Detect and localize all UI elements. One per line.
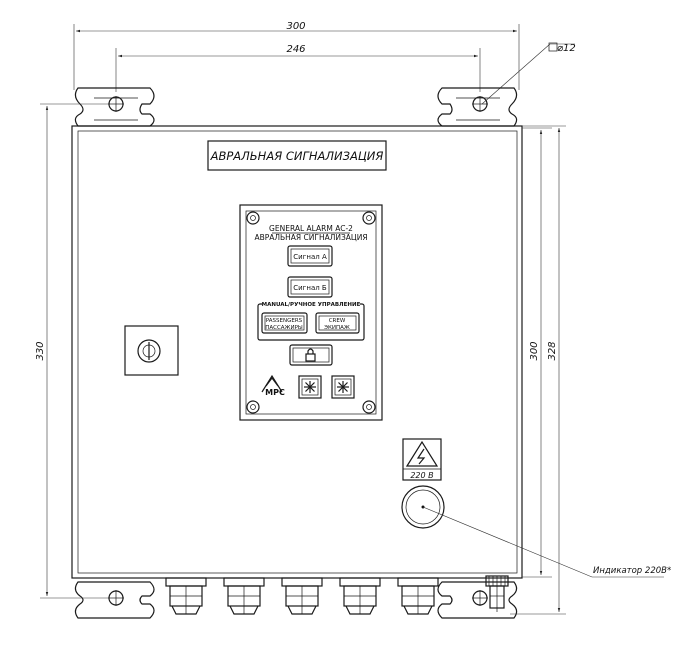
screw-icon [246, 400, 260, 414]
screw-icon [246, 211, 260, 225]
indicator-lamp-right [331, 375, 355, 399]
cable-gland [281, 577, 323, 615]
enclosure-body [71, 125, 523, 579]
mount-bracket-top-right [437, 87, 518, 127]
mrs-logo: МРС [261, 374, 285, 397]
dimension-label-330: 330 [35, 341, 46, 360]
mount-bracket-bottom-right [437, 581, 518, 619]
dimension-overall-width: 300 [73, 21, 520, 90]
indicator-lamp-left [298, 375, 322, 399]
mount-bracket-bottom-left [74, 581, 155, 619]
voltage-label: 220 В [410, 471, 433, 480]
panel-title-en: GENERAL ALARM AC-2 [269, 224, 353, 233]
dimension-mount-spacing: 246 [115, 44, 481, 92]
indicator-callout-label: Индикатор 220В* [593, 566, 671, 576]
dimension-label-246: 246 [286, 44, 305, 55]
dimension-label-328: 328 [547, 341, 558, 360]
burst-icon [337, 381, 349, 393]
cable-glands [165, 575, 509, 615]
crew-label-en: CREW [329, 318, 346, 324]
dimension-right-inner-height: 300 [522, 127, 552, 578]
dimension-label-300: 300 [286, 21, 305, 32]
signal-b-label: Сигнал Б [293, 284, 327, 292]
dimension-right-outer-height: 328 [510, 125, 566, 615]
signal-b-button[interactable]: Сигнал Б [287, 276, 333, 298]
warning-triangle-icon [405, 440, 439, 467]
screw-icon [362, 211, 376, 225]
title-plate: АВРАЛЬНАЯ СИГНАЛИЗАЦИЯ [207, 140, 387, 171]
ground-stud [485, 575, 509, 612]
panel-title-ru: АВРАЛЬНАЯ СИГНАЛИЗАЦИЯ [254, 233, 367, 242]
lock-button[interactable] [289, 344, 333, 366]
diameter-symbol-icon [548, 42, 558, 52]
control-panel: GENERAL ALARM AC-2 АВРАЛЬНАЯ СИГНАЛИЗАЦИ… [239, 204, 383, 421]
passengers-button[interactable]: PASSENGERS ПАССАЖИРЫ [261, 312, 308, 334]
screw-icon [362, 400, 376, 414]
dimension-left-height: 330 [35, 103, 110, 599]
title-plate-text: АВРАЛЬНАЯ СИГНАЛИЗАЦИЯ [210, 149, 384, 163]
burst-icon [304, 381, 316, 393]
signal-a-label: Сигнал А [293, 253, 327, 261]
passengers-label-en: PASSENGERS [266, 318, 303, 324]
key-lock[interactable] [124, 325, 179, 376]
indicator-220v [401, 485, 445, 529]
mount-bracket-top-left [74, 87, 155, 127]
crew-label-ru: ЭКИПАЖ [324, 325, 350, 331]
mount-hole-label: ⌀12 [557, 43, 576, 54]
manual-control-group: MANUAL/РУЧНОЕ УПРАВЛЕНИЕ PASSENGERS ПАСС… [257, 300, 365, 341]
manual-group-label: MANUAL/РУЧНОЕ УПРАВЛЕНИЕ [262, 302, 361, 308]
dimension-label-300-vertical: 300 [529, 341, 540, 360]
signal-a-button[interactable]: Сигнал А [287, 245, 333, 267]
lightning-icon [416, 448, 426, 465]
cable-gland [397, 577, 439, 615]
mount-hole-callout: ⌀12 [481, 42, 576, 105]
voltage-warning-label: 220 В [402, 438, 442, 481]
crew-button[interactable]: CREW ЭКИПАЖ [315, 312, 360, 334]
logo-text: МРС [265, 388, 285, 397]
passengers-label-ru: ПАССАЖИРЫ [265, 325, 303, 331]
indicator-callout: Индикатор 220В* [422, 506, 671, 578]
cable-gland [339, 577, 381, 615]
cable-gland [165, 577, 207, 615]
lock-icon [305, 348, 316, 362]
cable-gland [223, 577, 265, 615]
